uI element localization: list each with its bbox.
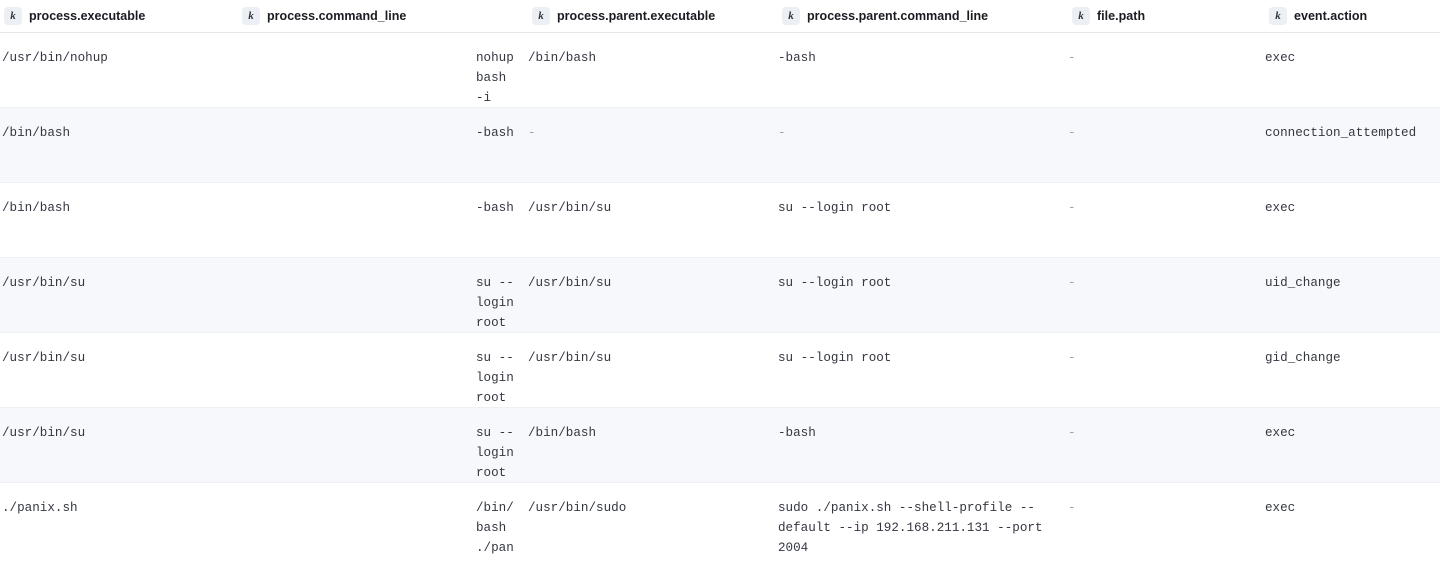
- cell-process-parent-executable[interactable]: /bin/bash: [528, 51, 597, 65]
- cell-process-executable[interactable]: /usr/bin/su: [2, 276, 86, 290]
- cell-process-executable[interactable]: /bin/bash: [2, 201, 71, 215]
- keyword-field-icon: k: [242, 7, 260, 25]
- cell-event-action[interactable]: gid_change: [1265, 351, 1341, 365]
- cell-process-parent-command-line[interactable]: su --login root: [778, 276, 892, 290]
- keyword-field-icon: k: [532, 7, 550, 25]
- column-header-process-command-line[interactable]: k process.command_line: [238, 0, 528, 33]
- cell-file-path[interactable]: -: [1068, 501, 1076, 515]
- cell-process-parent-executable[interactable]: /usr/bin/su: [528, 351, 612, 365]
- cell-process-parent-executable[interactable]: /usr/bin/su: [528, 276, 612, 290]
- cell-event-action[interactable]: uid_change: [1265, 276, 1341, 290]
- column-header-process-parent-executable[interactable]: k process.parent.executable: [528, 0, 778, 33]
- cell-process-parent-executable[interactable]: /bin/bash: [528, 426, 597, 440]
- column-header-process-parent-command-line[interactable]: k process.parent.command_line: [778, 0, 1068, 33]
- cell-process-executable[interactable]: /bin/bash: [2, 126, 71, 140]
- cell-file-path[interactable]: -: [1068, 351, 1076, 365]
- cell-event-action[interactable]: exec: [1265, 201, 1296, 215]
- column-header-label: process.executable: [29, 9, 146, 23]
- cell-process-executable[interactable]: ./panix.sh: [2, 501, 78, 515]
- data-grid-header-row: k process.executable k process.command_l…: [0, 0, 1440, 33]
- cell-event-action[interactable]: connection_attempted: [1265, 126, 1417, 140]
- cell-process-executable[interactable]: /usr/bin/su: [2, 426, 86, 440]
- cell-file-path[interactable]: -: [1068, 51, 1076, 65]
- column-header-file-path[interactable]: k file.path: [1068, 0, 1265, 33]
- cell-file-path[interactable]: -: [1068, 201, 1076, 215]
- cell-process-command-line[interactable]: su --login root: [476, 351, 522, 405]
- cell-process-command-line[interactable]: nohup bash -i: [476, 51, 522, 105]
- keyword-field-icon: k: [4, 7, 22, 25]
- cell-file-path[interactable]: -: [1068, 276, 1076, 290]
- cell-process-parent-command-line[interactable]: su --login root: [778, 201, 892, 215]
- cell-process-parent-command-line[interactable]: sudo ./panix.sh --shell-profile --defaul…: [778, 501, 1051, 555]
- cell-process-parent-executable[interactable]: /usr/bin/sudo: [528, 501, 627, 515]
- cell-file-path[interactable]: -: [1068, 126, 1076, 140]
- table-row[interactable]: /usr/bin/su su --login root /bin/bash -b…: [0, 408, 1440, 483]
- cell-event-action[interactable]: exec: [1265, 501, 1296, 515]
- cell-event-action[interactable]: exec: [1265, 51, 1296, 65]
- table-row[interactable]: /bin/bash -bash /usr/bin/su su --login r…: [0, 183, 1440, 258]
- cell-file-path[interactable]: -: [1068, 426, 1076, 440]
- cell-process-command-line[interactable]: /bin/bash ./panix.sh --shell-profile --d…: [476, 501, 514, 555]
- keyword-field-icon: k: [1269, 7, 1287, 25]
- column-header-label: process.command_line: [267, 9, 407, 23]
- cell-process-parent-command-line[interactable]: -bash: [778, 426, 816, 440]
- table-row[interactable]: ./panix.sh /bin/bash ./panix.sh --shell-…: [0, 483, 1440, 561]
- cell-process-executable[interactable]: /usr/bin/nohup: [2, 51, 108, 65]
- column-header-event-action[interactable]: k event.action: [1265, 0, 1440, 33]
- cell-process-parent-command-line[interactable]: -bash: [778, 51, 816, 65]
- cell-process-command-line[interactable]: su --login root: [476, 276, 522, 330]
- cell-process-parent-executable[interactable]: /usr/bin/su: [528, 201, 612, 215]
- column-header-process-executable[interactable]: k process.executable: [0, 0, 238, 33]
- column-header-label: file.path: [1097, 9, 1146, 23]
- cell-process-parent-executable[interactable]: -: [528, 126, 536, 140]
- table-row[interactable]: /usr/bin/nohup nohup bash -i /bin/bash -…: [0, 33, 1440, 108]
- keyword-field-icon: k: [1072, 7, 1090, 25]
- keyword-field-icon: k: [782, 7, 800, 25]
- table-row[interactable]: /usr/bin/su su --login root /usr/bin/su …: [0, 258, 1440, 333]
- table-row[interactable]: /bin/bash -bash - - - connection_attempt…: [0, 108, 1440, 183]
- cell-process-command-line[interactable]: su --login root: [476, 426, 522, 480]
- data-grid-body: /usr/bin/nohup nohup bash -i /bin/bash -…: [0, 33, 1440, 561]
- cell-event-action[interactable]: exec: [1265, 426, 1296, 440]
- table-row[interactable]: /usr/bin/su su --login root /usr/bin/su …: [0, 333, 1440, 408]
- column-header-label: process.parent.command_line: [807, 9, 989, 23]
- cell-process-command-line[interactable]: -bash: [476, 126, 514, 140]
- column-header-label: event.action: [1294, 9, 1368, 23]
- column-header-label: process.parent.executable: [557, 9, 716, 23]
- cell-process-executable[interactable]: /usr/bin/su: [2, 351, 86, 365]
- cell-process-command-line[interactable]: -bash: [476, 201, 514, 215]
- cell-process-parent-command-line[interactable]: su --login root: [778, 351, 892, 365]
- cell-process-parent-command-line[interactable]: -: [778, 126, 786, 140]
